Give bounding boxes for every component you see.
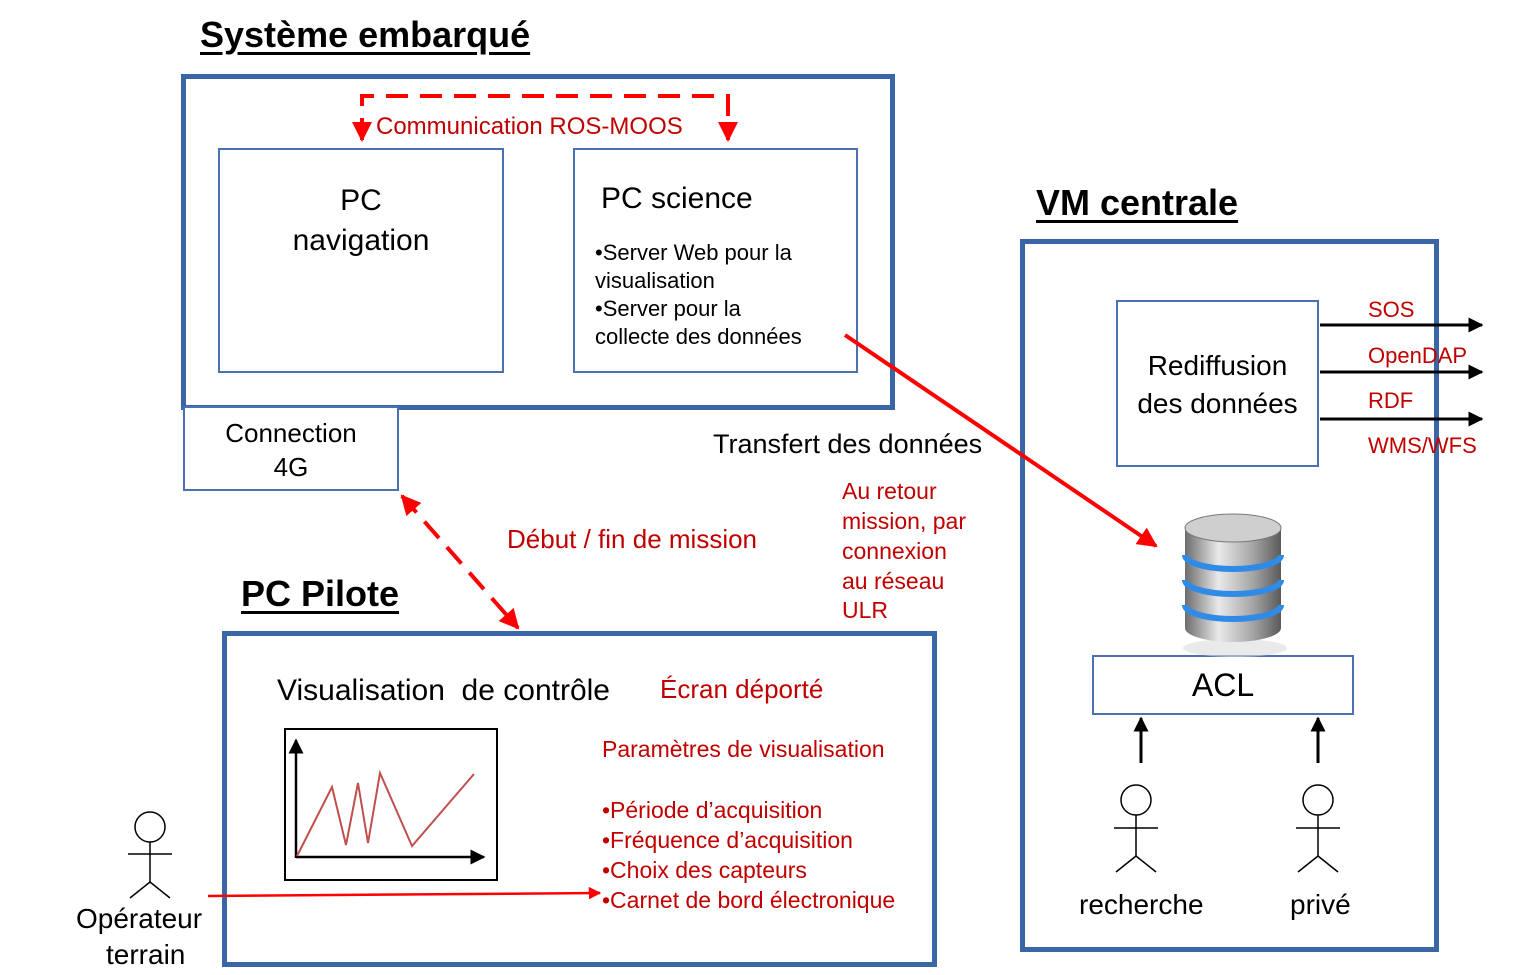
database-icon — [1182, 513, 1287, 657]
rediffusion-line2: des données — [1137, 388, 1298, 419]
acl-label: ACL — [1191, 667, 1255, 703]
operator-line1: Opérateur — [76, 903, 203, 934]
pc-navigation-box: PC navigation — [218, 148, 504, 373]
pc-navigation-line1: PC — [340, 184, 382, 217]
pc-science-bullet-1: •Server Web pour la — [595, 240, 792, 265]
user-prive-icon — [1296, 784, 1340, 873]
pc-pilot-title: PC Pilote — [241, 573, 400, 614]
protocol-sos: SOS — [1368, 297, 1415, 322]
protocol-wms-wfs: WMS/WFS — [1368, 433, 1477, 458]
communication-arrow — [352, 94, 738, 142]
protocol-opendap: OpenDAP — [1368, 343, 1468, 368]
param-item-3: •Choix des capteurs — [602, 857, 807, 883]
return-line-5: ULR — [842, 597, 889, 623]
pc-science-box: PC science •Server Web pour la visualisa… — [573, 148, 858, 373]
params-title: Paramètres de visualisation — [602, 736, 885, 762]
rediffusion-line1: Rediffusion — [1147, 350, 1288, 381]
return-line-2: mission, par — [842, 508, 966, 534]
pc-science-title: PC science — [601, 182, 753, 215]
pc-science-bullet-1b: visualisation — [595, 268, 715, 293]
operator-line2: terrain — [106, 939, 186, 970]
embedded-system-title: Système embarqué — [200, 14, 531, 55]
param-item-4: •Carnet de bord électronique — [602, 887, 896, 913]
connection-line1: Connection — [225, 418, 357, 448]
connection-line2: 4G — [273, 452, 309, 482]
pc-science-bullet-2b: collecte des données — [595, 324, 802, 349]
visualisation-title: Visualisation de contrôle — [277, 674, 610, 707]
operator-figure-icon — [128, 811, 172, 899]
return-line-4: au réseau — [842, 568, 945, 594]
rediffusion-box: Rediffusion des données — [1116, 300, 1319, 467]
transfer-arrow — [843, 333, 1158, 548]
operator-arrow — [207, 886, 602, 900]
remote-screen-label: Écran déporté — [660, 674, 824, 704]
chart-thumbnail-graphic — [288, 738, 486, 865]
transfer-label: Transfert des données — [713, 429, 983, 459]
chart-thumbnail — [284, 728, 498, 881]
connection-4g-box: Connection 4G — [183, 406, 399, 491]
user-recherche-label: recherche — [1079, 889, 1204, 920]
param-item-1: •Période d’acquisition — [602, 797, 823, 823]
mission-start-end-label: Début / fin de mission — [507, 524, 758, 554]
vm-central-title: VM centrale — [1036, 182, 1239, 223]
pc-science-bullet-2: •Server pour la — [595, 296, 741, 321]
pc-navigation-line2: navigation — [292, 224, 430, 257]
user-prive-label: privé — [1290, 889, 1351, 920]
param-item-2: •Fréquence d’acquisition — [602, 827, 853, 853]
pc-pilot-box — [222, 631, 937, 967]
mission-arrow — [400, 494, 520, 630]
return-line-3: connexion — [842, 538, 947, 564]
user-recherche-icon — [1114, 784, 1158, 873]
return-line-1: Au retour — [842, 478, 937, 504]
protocol-rdf: RDF — [1368, 388, 1414, 413]
